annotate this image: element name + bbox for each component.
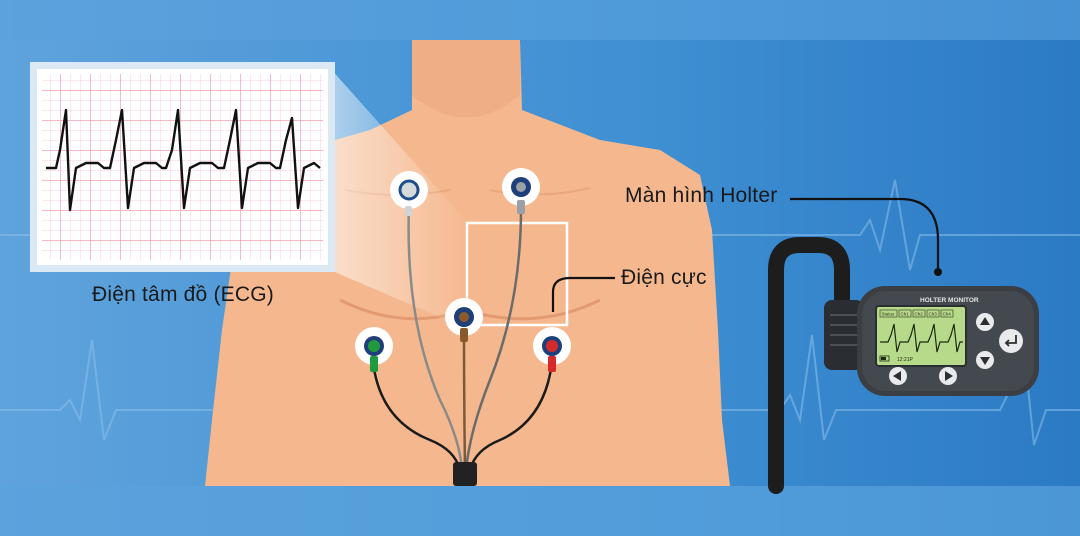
electrode-top-right bbox=[502, 168, 540, 214]
svg-text:Ch1: Ch1 bbox=[901, 312, 910, 317]
holter-cable bbox=[768, 237, 850, 494]
ecg-label: Điện tâm đồ (ECG) bbox=[92, 283, 274, 306]
enter-button-icon[interactable] bbox=[999, 329, 1023, 353]
electrode-center bbox=[445, 298, 483, 342]
up-arrow-button-icon[interactable] bbox=[976, 313, 994, 331]
device-screen bbox=[875, 305, 967, 367]
electrode-label: Điện cực bbox=[621, 266, 707, 289]
down-arrow-button-icon[interactable] bbox=[976, 351, 994, 369]
device-menu: Status Ch1 Ch2 Ch3 Ch4 bbox=[879, 309, 954, 318]
connector-grip bbox=[830, 314, 858, 346]
top-band bbox=[0, 0, 1080, 40]
holter-callout-dot bbox=[934, 268, 942, 276]
device-ecg-trace bbox=[880, 323, 963, 353]
electrode-green bbox=[355, 327, 393, 372]
battery-icon bbox=[879, 355, 890, 362]
svg-text:Ch4: Ch4 bbox=[943, 312, 952, 317]
device-time: 12:21P bbox=[897, 357, 914, 363]
electrode-callout-line bbox=[551, 276, 615, 312]
ecg-trace bbox=[46, 108, 321, 212]
electrode-top-left bbox=[390, 171, 428, 216]
left-arrow-button-icon[interactable] bbox=[889, 367, 907, 385]
right-arrow-button-icon[interactable] bbox=[939, 367, 957, 385]
electrode-red bbox=[533, 327, 571, 372]
holter-callout-line bbox=[790, 197, 940, 268]
svg-text:Ch3: Ch3 bbox=[929, 312, 938, 317]
ecg-strip bbox=[30, 62, 335, 272]
holter-screen-label: Màn hình Holter bbox=[625, 184, 778, 207]
svg-text:Status: Status bbox=[882, 312, 896, 317]
lead-wires bbox=[371, 200, 554, 472]
device-title: HOLTER MONITOR bbox=[920, 297, 979, 304]
holter-device: HOLTER MONITOR Status Ch1 Ch2 Ch3 Ch4 12… bbox=[857, 286, 1039, 396]
bottom-band bbox=[0, 486, 1080, 536]
cable-bundle bbox=[453, 462, 477, 486]
zoom-box bbox=[465, 221, 569, 327]
neck-shadow bbox=[412, 40, 520, 118]
svg-text:Ch2: Ch2 bbox=[915, 312, 924, 317]
